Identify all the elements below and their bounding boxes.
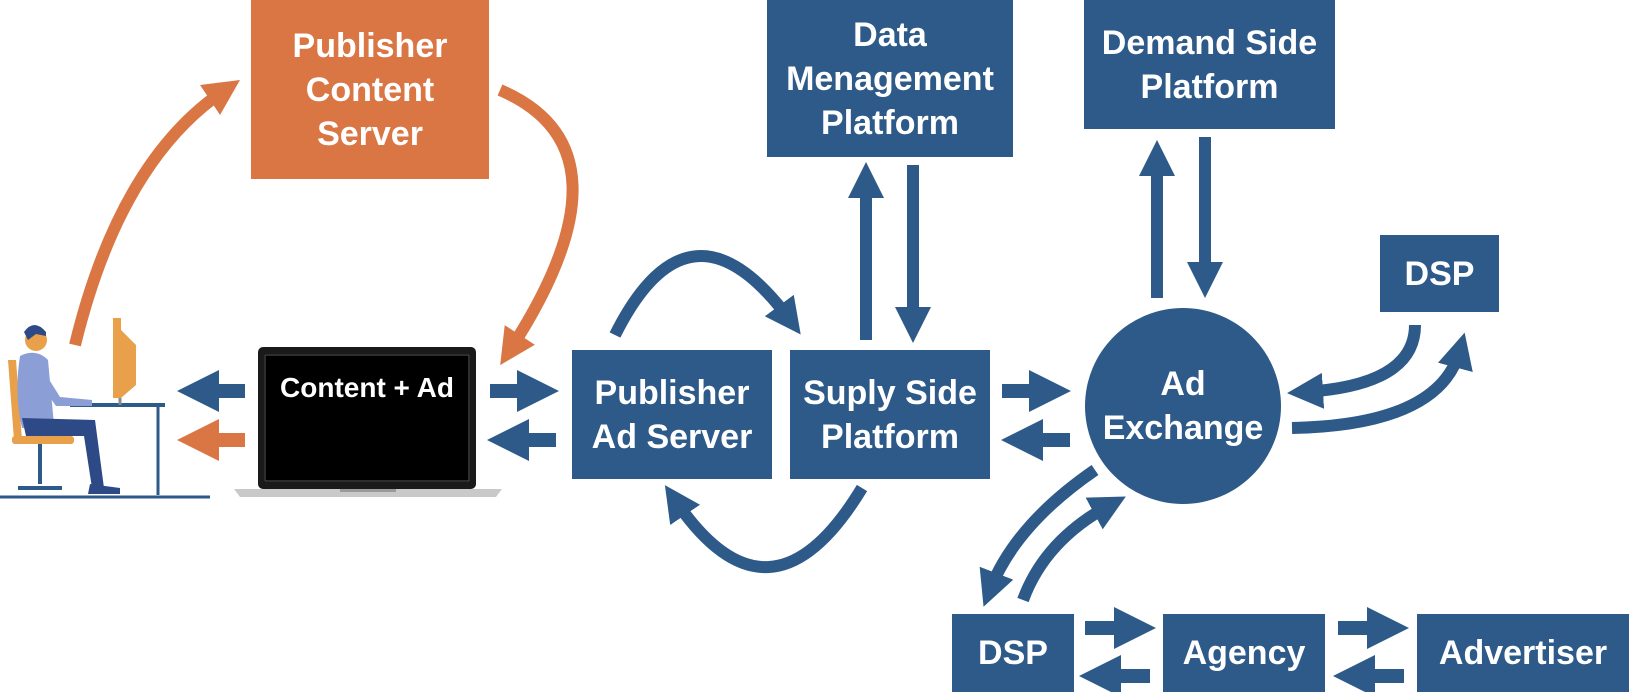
supply-side-platform: Suply Side Platform (790, 350, 990, 479)
arrow-exchange-to-dsp-bottom (979, 465, 1099, 607)
data-management-platform: Data Menagement Platform (767, 0, 1013, 157)
arrow-user-to-content-server (69, 80, 240, 347)
arrow-content-server-to-laptop (497, 84, 579, 366)
laptop-screen-text: Content + Ad (280, 372, 454, 403)
laptop-icon (234, 347, 502, 497)
ad-exchange: Ad Exchange (1085, 308, 1281, 504)
arrow-dsp-bottom-to-exchange (1017, 496, 1126, 603)
publisher-ad-server: Publisher Ad Server (572, 350, 772, 479)
publisher-content-server: Publisher Content Server (251, 0, 489, 179)
dsp-bottom: DSP (952, 614, 1074, 692)
advertiser: Advertiser (1417, 614, 1629, 692)
agency: Agency (1163, 614, 1325, 692)
person-at-computer-icon (0, 318, 210, 499)
arrow-exchange-to-dsp-right (1291, 332, 1473, 434)
arc-ssp-to-ad-server-bottom (664, 484, 868, 573)
arc-ad-server-to-ssp-top (609, 250, 801, 338)
demand-side-platform: Demand Side Platform (1084, 0, 1335, 129)
arrow-dsp-right-to-exchange (1287, 324, 1421, 409)
dsp-right: DSP (1380, 235, 1499, 312)
